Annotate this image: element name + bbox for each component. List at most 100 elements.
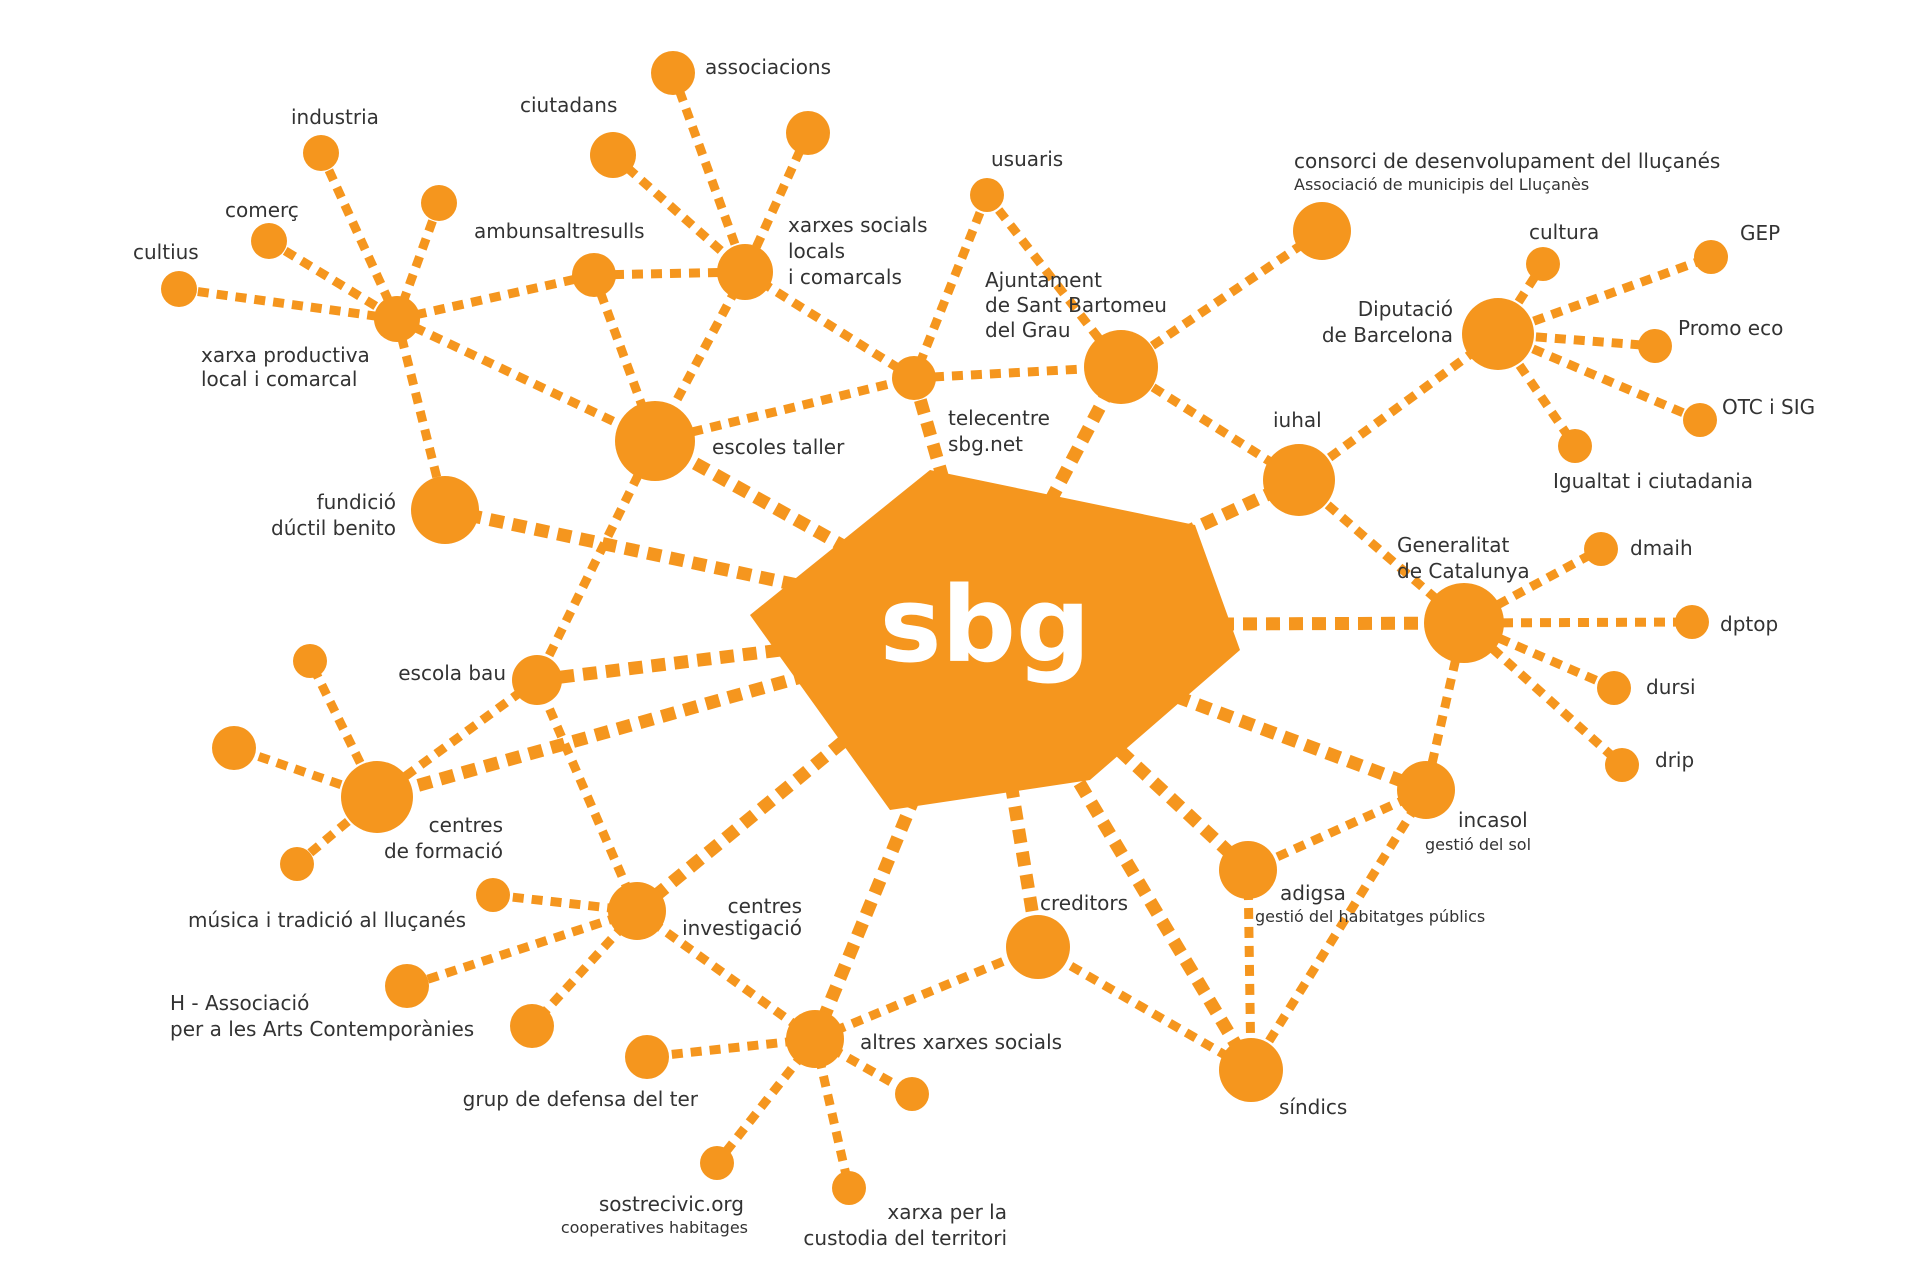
label-gep: GEP (1740, 221, 1780, 245)
node-xarxes-socials (717, 244, 773, 300)
node-anon-form-top (293, 644, 327, 678)
label-usuaris: usuaris (991, 147, 1063, 171)
label-xarxa-custodia-line-1: custodia del territori (803, 1226, 1007, 1250)
label-telecentre-line-0: telecentre (948, 406, 1050, 430)
label-dursi: dursi (1646, 675, 1696, 699)
label-ciutadans-line-0: ciutadans (520, 93, 617, 117)
node-anon-inv (510, 1004, 554, 1048)
node-ciutadans (590, 132, 636, 178)
label-musica: música i tradició al lluçanés (188, 908, 466, 932)
edge-creditors-altres-xarxes (813, 942, 1040, 1044)
label-xarxes-socials-line-0: xarxes socials (788, 213, 928, 237)
node-sostrecivic (700, 1146, 734, 1180)
edge-iuhal-diputacio (1296, 330, 1501, 484)
node-anon-form-left (212, 726, 256, 770)
node-ambunsaltresulls (572, 253, 616, 297)
node-gep (1694, 240, 1728, 274)
label-drip-line-0: drip (1655, 748, 1694, 772)
label-associacions-line-0: associacions (705, 55, 831, 79)
node-h-associacio (385, 964, 429, 1008)
node-otc-sig (1683, 403, 1717, 437)
sublabel-adigsa: gestió del habitatges públics (1255, 907, 1485, 926)
label-sostrecivic-line-0: sostrecivic.org (599, 1192, 744, 1216)
edge-anon-top-xarxes-socials (740, 131, 813, 274)
edge-diputacio-cultura (1494, 261, 1547, 337)
label-grup-defensa-line-0: grup de defensa del ter (463, 1087, 699, 1111)
edge-centres-investigacio-escola-bau (532, 678, 642, 913)
node-industria (303, 135, 339, 171)
label-fundicio-line-0: fundició (317, 490, 396, 514)
node-sindics (1219, 1038, 1283, 1102)
label-dptop: dptop (1720, 612, 1778, 636)
label-ambunsaltresulls: ambunsaltresulls (474, 219, 645, 243)
label-centres-formacio-line-1: de formació (384, 839, 503, 863)
node-cultura (1526, 247, 1560, 281)
label-incasol: incasol (1458, 808, 1528, 832)
edge-creditors-sindics (1035, 943, 1254, 1074)
node-escoles-taller (615, 401, 695, 481)
node-telecentre (892, 356, 936, 400)
label-dptop-line-0: dptop (1720, 612, 1778, 636)
label-industria-line-0: industria (291, 105, 379, 129)
sublabel-incasol: gestió del sol (1425, 835, 1531, 854)
label-centres-investigacio-line-0: centres (728, 894, 802, 918)
edge-centres-investigacio-h-associacio (405, 906, 639, 991)
edge-comerc-xarxa-productiva (266, 237, 400, 323)
node-fundicio (411, 476, 479, 544)
label-altres-xarxes-line-0: altres xarxes socials (860, 1030, 1062, 1054)
node-diputacio (1462, 298, 1534, 370)
edge-escoles-taller-telecentre (653, 373, 916, 446)
node-consorci (1293, 202, 1351, 260)
label-generalitat-line-1: de Catalunya (1397, 559, 1530, 583)
node-drip (1605, 748, 1639, 782)
node-anon-form-bottom (280, 847, 314, 881)
label-fundicio-line-1: dúctil benito (271, 516, 396, 540)
label-iuhal: iuhal (1273, 408, 1322, 432)
node-incasol (1397, 761, 1455, 819)
label-ambunsaltresulls-line-0: ambunsaltresulls (474, 219, 645, 243)
label-consorci-line-0: consorci de desenvolupament del lluçanés (1294, 149, 1720, 173)
label-promo-eco: Promo eco (1678, 316, 1783, 340)
label-iuhal-line-0: iuhal (1273, 408, 1322, 432)
node-ajuntament (1084, 330, 1158, 404)
edge-escoles-taller-sbg (651, 435, 989, 631)
nodes: sbg (161, 51, 1728, 1205)
label-industria: industria (291, 105, 379, 129)
label-grup-defensa: grup de defensa del ter (463, 1087, 699, 1111)
edge-incasol-sindics (1247, 787, 1430, 1073)
node-creditors (1006, 915, 1070, 979)
edge-sbg-sindics (979, 621, 1257, 1074)
label-creditors-line-0: creditors (1040, 891, 1128, 915)
label-adigsa: adigsa (1280, 881, 1346, 905)
label-consorci: consorci de desenvolupament del lluçanés (1294, 149, 1720, 173)
node-sbg-hexagon (750, 470, 1240, 810)
label-cultura: cultura (1529, 220, 1599, 244)
edge-centres-formacio-anon-form-bottom (294, 793, 380, 868)
label-creditors: creditors (1040, 891, 1128, 915)
edge-escoles-taller-escola-bau (532, 439, 660, 682)
label-xarxa-productiva-line-0: xarxa productiva (201, 343, 370, 367)
node-adigsa (1219, 841, 1277, 899)
label-cultius-line-0: cultius (133, 240, 199, 264)
sublabel-consorci: Associació de municipis del Lluçanès (1294, 175, 1589, 194)
label-h-associacio-line-1: per a les Arts Contemporànies (170, 1017, 474, 1041)
node-centres-investigacio (608, 882, 666, 940)
edge-ciutadans-xarxes-socials (610, 151, 748, 276)
label-centres-investigacio-line-1: investigació (682, 916, 802, 940)
label-escoles-taller: escoles taller (712, 435, 845, 459)
labels: associacionsciutadansindustriacomerçcult… (133, 55, 1815, 1250)
node-dmaih (1584, 532, 1618, 566)
label-gep-line-0: GEP (1740, 221, 1780, 245)
label-cultius: cultius (133, 240, 199, 264)
node-centres-formacio (341, 761, 413, 833)
label-otc-sig: OTC i SIG (1722, 395, 1815, 419)
node-musica (476, 878, 510, 912)
